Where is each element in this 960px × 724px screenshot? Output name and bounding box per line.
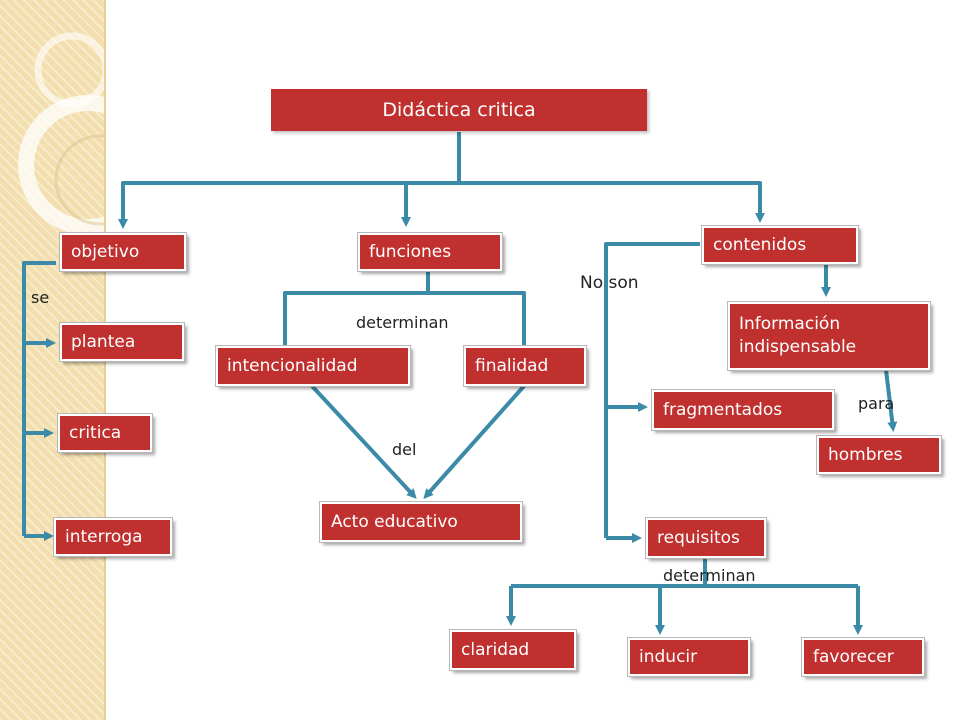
connector-informacion-hombres: [884, 369, 898, 432]
connector-finalidad-acto: [423, 384, 526, 499]
node-intencionalidad: intencionalidad: [215, 345, 411, 387]
root-node: Didáctica critica: [271, 89, 647, 131]
edge-label-del: del: [392, 440, 417, 459]
edge-label-se: se: [31, 288, 50, 307]
connector-objetivo-spine: [22, 261, 56, 536]
node-objetivo: objetivo: [59, 232, 187, 272]
edge-label-para: para: [858, 394, 895, 413]
node-acto-educativo: Acto educativo: [319, 501, 523, 543]
node-inducir: inducir: [627, 637, 751, 677]
node-funciones: funciones: [357, 232, 503, 272]
node-interroga: interroga: [53, 517, 173, 557]
node-contenidos: contenidos: [701, 225, 859, 265]
connector-intencionalidad-acto: [310, 384, 417, 499]
edge-label-determinan-funciones: determinan: [356, 313, 449, 332]
node-hombres: hombres: [816, 435, 942, 475]
edge-label-no-son: No son: [580, 273, 639, 293]
node-plantea: plantea: [59, 322, 185, 362]
node-favorecer: favorecer: [801, 637, 925, 677]
node-requisitos: requisitos: [645, 517, 767, 559]
node-informacion: Información indispensable: [727, 301, 931, 371]
node-claridad: claridad: [449, 629, 577, 671]
node-fragmentados: fragmentados: [651, 389, 835, 431]
node-finalidad: finalidad: [463, 345, 587, 387]
node-critica: critica: [57, 413, 153, 453]
connector-root-bar: [121, 181, 762, 189]
connector-funciones-bar: [283, 291, 526, 348]
edge-label-determinan-requisitos: determinan: [663, 566, 756, 585]
connector-contenidos-spine: [604, 242, 700, 538]
